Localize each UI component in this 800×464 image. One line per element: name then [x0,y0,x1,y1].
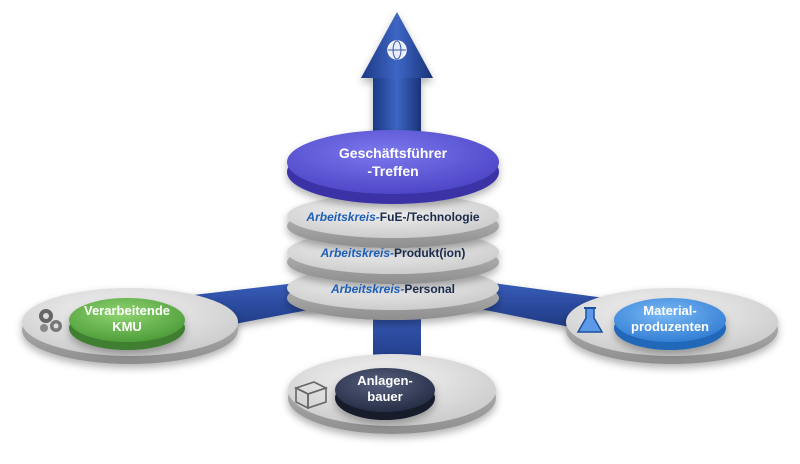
layer-prefix: Arbeitskreis- [320,246,395,260]
right-node[interactable] [614,298,726,350]
right-line2: produzenten [631,319,709,334]
box-icon [293,381,329,410]
layer-suffix: Personal [404,282,456,296]
layer-label-personal: Arbeitskreis-Personal [293,282,493,296]
top-line1: Geschäftsführer [338,145,448,161]
bottom-node-label: Anlagen- bauer [335,373,435,405]
gears-icon [39,309,62,332]
right-line1: Material- [643,303,697,318]
top-disk-label: Geschäftsführer -Treffen [293,144,493,180]
bottom-line1: Anlagen- [357,373,413,388]
top-line2: -Treffen [367,163,419,179]
top-disk[interactable] [287,130,499,204]
flask-icon [576,307,604,333]
layer-suffix: Produkt(ion) [394,246,466,260]
left-node-label: Verarbeitende KMU [67,303,187,335]
layer-suffix: FuE-/Technologie [379,210,480,224]
bottom-line2: bauer [367,389,403,404]
layer-prefix: Arbeitskreis- [306,210,380,224]
layer-label-produktion: Arbeitskreis-Produkt(ion) [293,246,493,260]
globe-icon [387,40,407,60]
layer-label-fue: Arbeitskreis-FuE-/Technologie [293,210,493,224]
bottom-node[interactable] [335,368,435,420]
left-line1: Verarbeitende [84,303,170,318]
left-node[interactable] [69,298,185,350]
left-line2: KMU [112,319,142,334]
right-node-label: Material- produzenten [610,303,730,335]
layer-fue[interactable] [287,194,499,248]
layer-prefix: Arbeitskreis- [330,282,405,296]
